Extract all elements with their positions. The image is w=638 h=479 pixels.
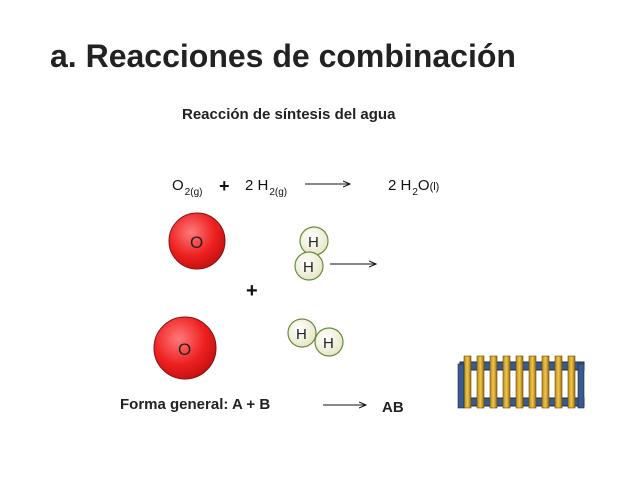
oxygen-atom-1: O xyxy=(168,212,226,270)
comb-bar xyxy=(515,355,524,409)
comb-bar xyxy=(489,355,498,409)
hydrogen-atom-1b-label: H xyxy=(303,259,314,276)
comb-bar xyxy=(502,355,511,409)
comb-bar xyxy=(567,355,576,409)
comb-bar xyxy=(554,355,563,409)
product-h-subscript: 2 xyxy=(412,187,418,198)
comb-bar xyxy=(463,355,472,409)
reactant-hydrogen: 2 H2(g) xyxy=(245,178,287,198)
slide-title: a. Reacciones de combinación xyxy=(50,38,516,74)
decorative-comb-graphic xyxy=(457,355,585,409)
hydrogen-atom-2a-label: H xyxy=(296,326,307,343)
hydrogen-atom-1a-label: H xyxy=(308,234,319,251)
oxygen-atom-1-label: O xyxy=(190,233,203,252)
comb-bar xyxy=(541,355,550,409)
reactant-hydrogen-coef: 2 H xyxy=(245,177,269,194)
hydrogen-atom-2a: H xyxy=(287,318,317,348)
product-coef: 2 H xyxy=(388,177,412,194)
comb-end-right xyxy=(577,363,585,409)
comb-end-left xyxy=(457,363,465,409)
equation-plus: + xyxy=(219,176,230,196)
hydrogen-atom-2b: H xyxy=(314,327,344,357)
hydrogen-atom-1b: H xyxy=(294,251,324,281)
oxygen-atom-2-label: O xyxy=(178,340,191,359)
hydrogen-atom-1a: H xyxy=(299,226,329,256)
slide-subtitle: Reacción de síntesis del agua xyxy=(182,106,396,123)
comb-bar xyxy=(476,355,485,409)
comb-bar xyxy=(528,355,537,409)
general-form-product: AB xyxy=(382,399,404,416)
reactant-oxygen-subscript: 2(g) xyxy=(184,187,203,198)
hydrogen-atom-2b-label: H xyxy=(323,335,334,352)
product-water: 2 H2O(l) xyxy=(388,178,439,198)
reactant-oxygen: O2(g) xyxy=(172,178,202,198)
reactant-oxygen-symbol: O xyxy=(172,177,184,194)
oxygen-atom-2: O xyxy=(153,316,217,380)
general-form-label: Forma general: A + B xyxy=(120,396,271,413)
reactant-hydrogen-subscript: 2(g) xyxy=(269,187,288,198)
middle-plus: + xyxy=(246,280,258,302)
product-oxygen-symbol: O xyxy=(417,177,430,194)
product-state: (l) xyxy=(429,181,440,193)
